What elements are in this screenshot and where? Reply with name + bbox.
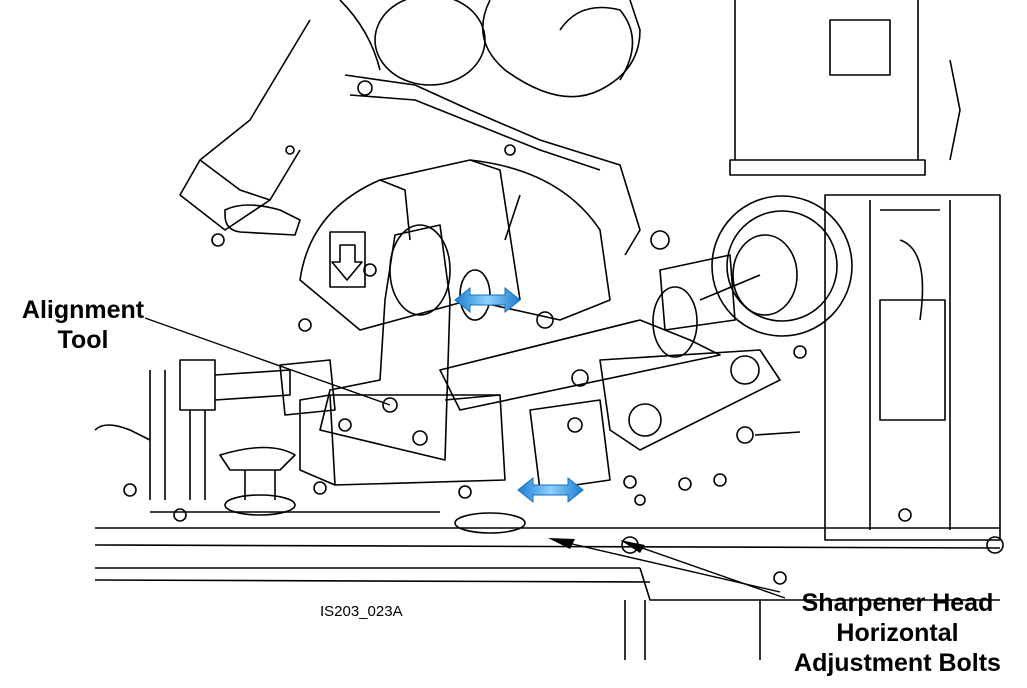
- leader-lines: [144, 317, 786, 599]
- lower-direction-arrow: [517, 476, 584, 504]
- adjustment-bolts-label: Sharpener Head Horizontal Adjustment Bol…: [770, 588, 1025, 678]
- upper-direction-arrow: [454, 286, 521, 314]
- adjustment-arrows: [454, 286, 584, 504]
- alignment-tool-label-line-2: Tool: [57, 326, 109, 354]
- line-art: [94, 0, 1004, 660]
- alignment-tool-leader: [144, 317, 391, 406]
- adjustment-bolts-label-line-2: Horizontal: [836, 619, 959, 647]
- adjustment-bolts-label-line-3: Adjustment Bolts: [794, 649, 1001, 677]
- figure-id: IS203_023A: [320, 603, 403, 620]
- adjustment-bolts-label-line-1: Sharpener Head: [801, 589, 994, 617]
- bolts-leader-2: [624, 541, 786, 599]
- alignment-tool-label-line-1: Alignment: [21, 296, 145, 324]
- alignment-tool-label: Alignment Tool: [8, 295, 158, 355]
